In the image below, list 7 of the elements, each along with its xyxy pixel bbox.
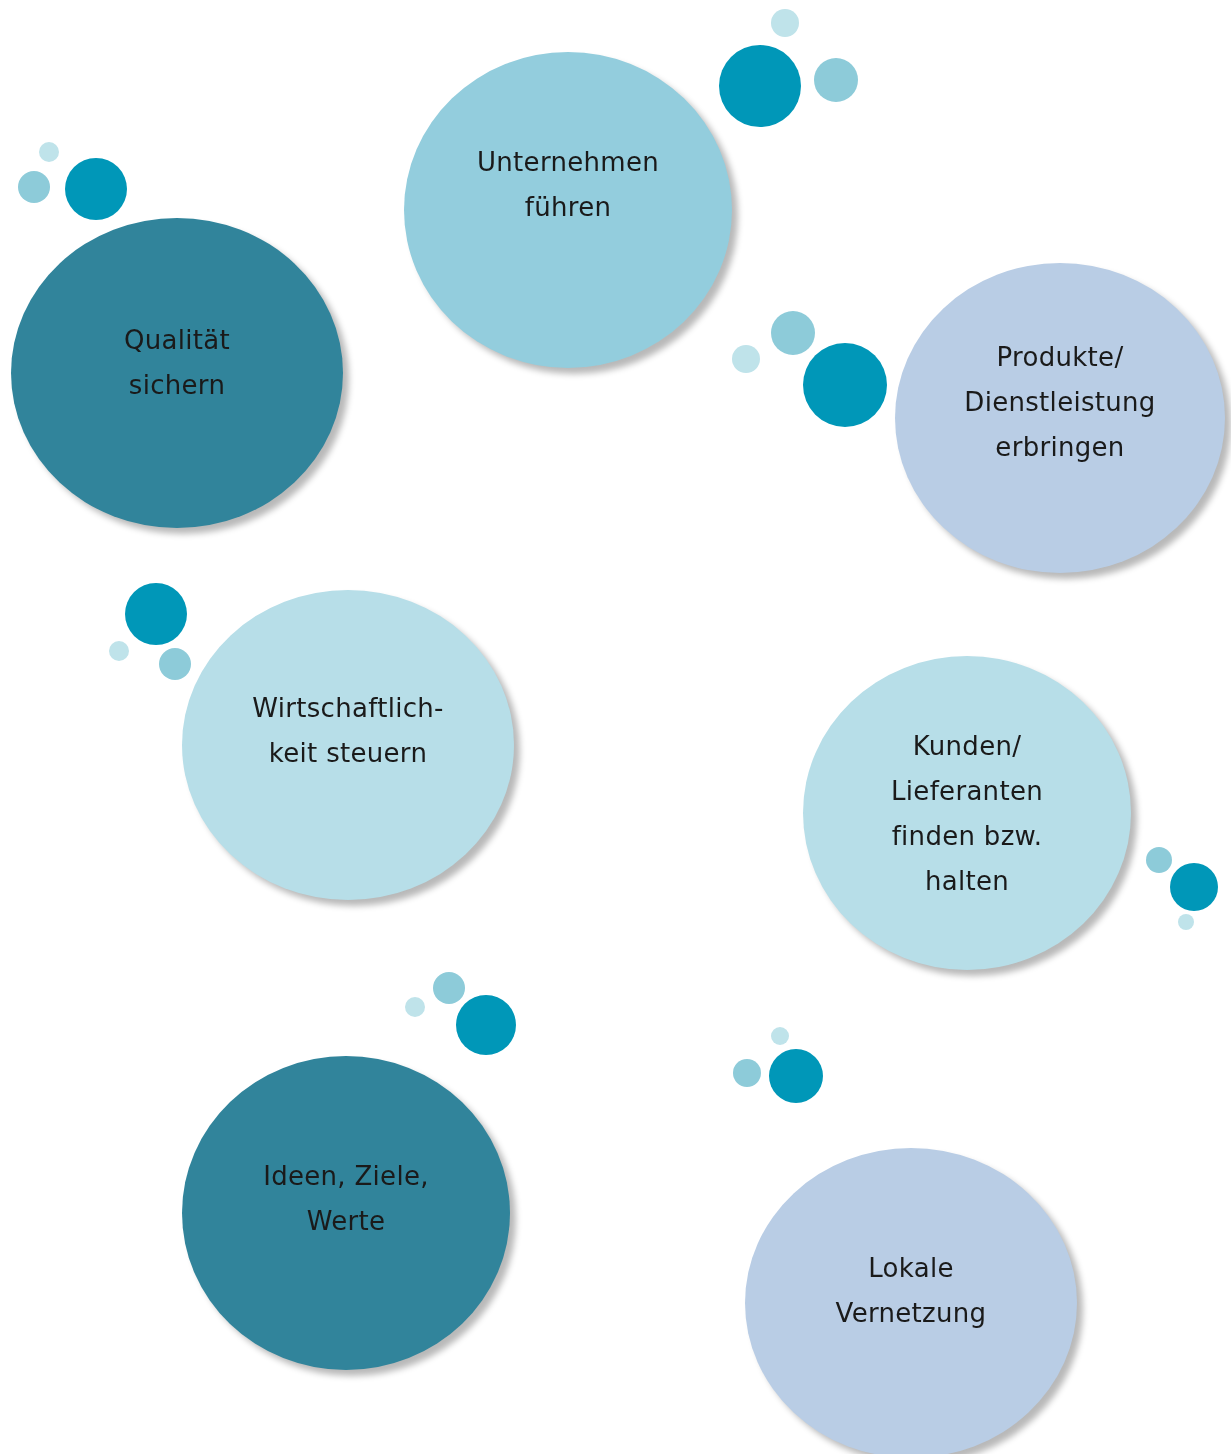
topic-label: Lokale Vernetzung (834, 1252, 988, 1330)
topic-label: Wirtschaftlich- keit steuern (251, 692, 445, 770)
topic-label: Kunden/ Lieferanten finden bzw. halten (890, 730, 1044, 898)
topic-label: Produkte/ Dienstleistung erbringen (963, 341, 1157, 464)
topic-label: Ideen, Ziele, Werte (262, 1160, 430, 1238)
topic-label: Unternehmen führen (476, 146, 660, 224)
topic-label: Qualität sichern (122, 324, 231, 402)
